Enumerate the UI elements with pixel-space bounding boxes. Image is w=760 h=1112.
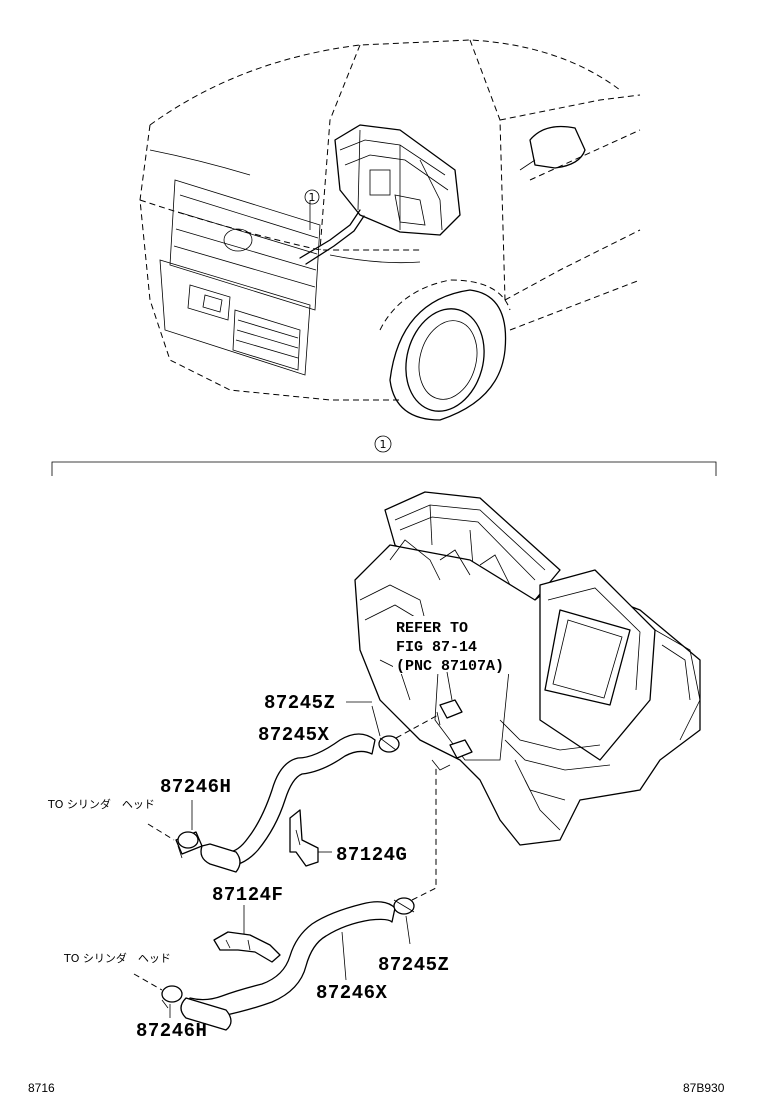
label-87246h-top: 87246H [160, 776, 231, 798]
bracket-87124f [213, 905, 281, 963]
hose-end-top [175, 800, 241, 873]
refer-note: REFER TO FIG 87-14 (PNC 87107A) [393, 616, 529, 701]
label-87124g: 87124G [336, 844, 407, 866]
hose-87246x [180, 901, 396, 1031]
svg-text:FIG 87-14: FIG 87-14 [396, 639, 477, 656]
label-87245z-top: 87245Z [264, 692, 335, 714]
dashed-link-lower [411, 768, 437, 901]
heater-unit-small [334, 124, 461, 236]
to-cylinder-head-top: TO シリンダ ヘッド [47, 797, 155, 811]
vehicle-overview-illustration: 1 [139, 39, 641, 421]
lower-bumper [159, 259, 311, 376]
svg-text:1: 1 [380, 438, 387, 451]
callout-1-vehicle: 1 [304, 189, 320, 205]
label-87246x: 87246X [316, 982, 388, 1004]
label-87124f: 87124F [212, 884, 283, 906]
clamp-87245z-bottom [393, 897, 415, 945]
dashed-link-upper [395, 713, 441, 739]
dashed-link-to-cylinder-bottom [133, 973, 163, 991]
to-cylinder-head-bottom: TO シリンダ ヘッド [63, 951, 171, 965]
part-labels: 87245Z 87245X 87246H 87124G 87124F 87245… [47, 692, 449, 1042]
clamp-87245z-top [371, 705, 400, 753]
label-87246h-bottom: 87246H [136, 1020, 207, 1042]
clamp-87246h-bottom [161, 985, 183, 1018]
front-grille [169, 179, 321, 311]
svg-text:REFER TO: REFER TO [396, 620, 468, 637]
heater-core-pipes [431, 699, 473, 771]
svg-text:1: 1 [309, 191, 316, 204]
side-mirror [519, 125, 586, 171]
dashed-link-to-cylinder-top [147, 823, 175, 841]
svg-text:(PNC 87107A): (PNC 87107A) [396, 658, 504, 675]
front-wheel [379, 279, 511, 421]
label-87245z-bottom: 87245Z [378, 954, 449, 976]
footer-left-code: 8716 [28, 1081, 55, 1095]
callout-bracket: 1 [51, 435, 717, 476]
bracket-87124g [289, 809, 332, 867]
label-87245x: 87245X [258, 724, 330, 746]
footer-right-code: 87B930 [683, 1081, 725, 1095]
